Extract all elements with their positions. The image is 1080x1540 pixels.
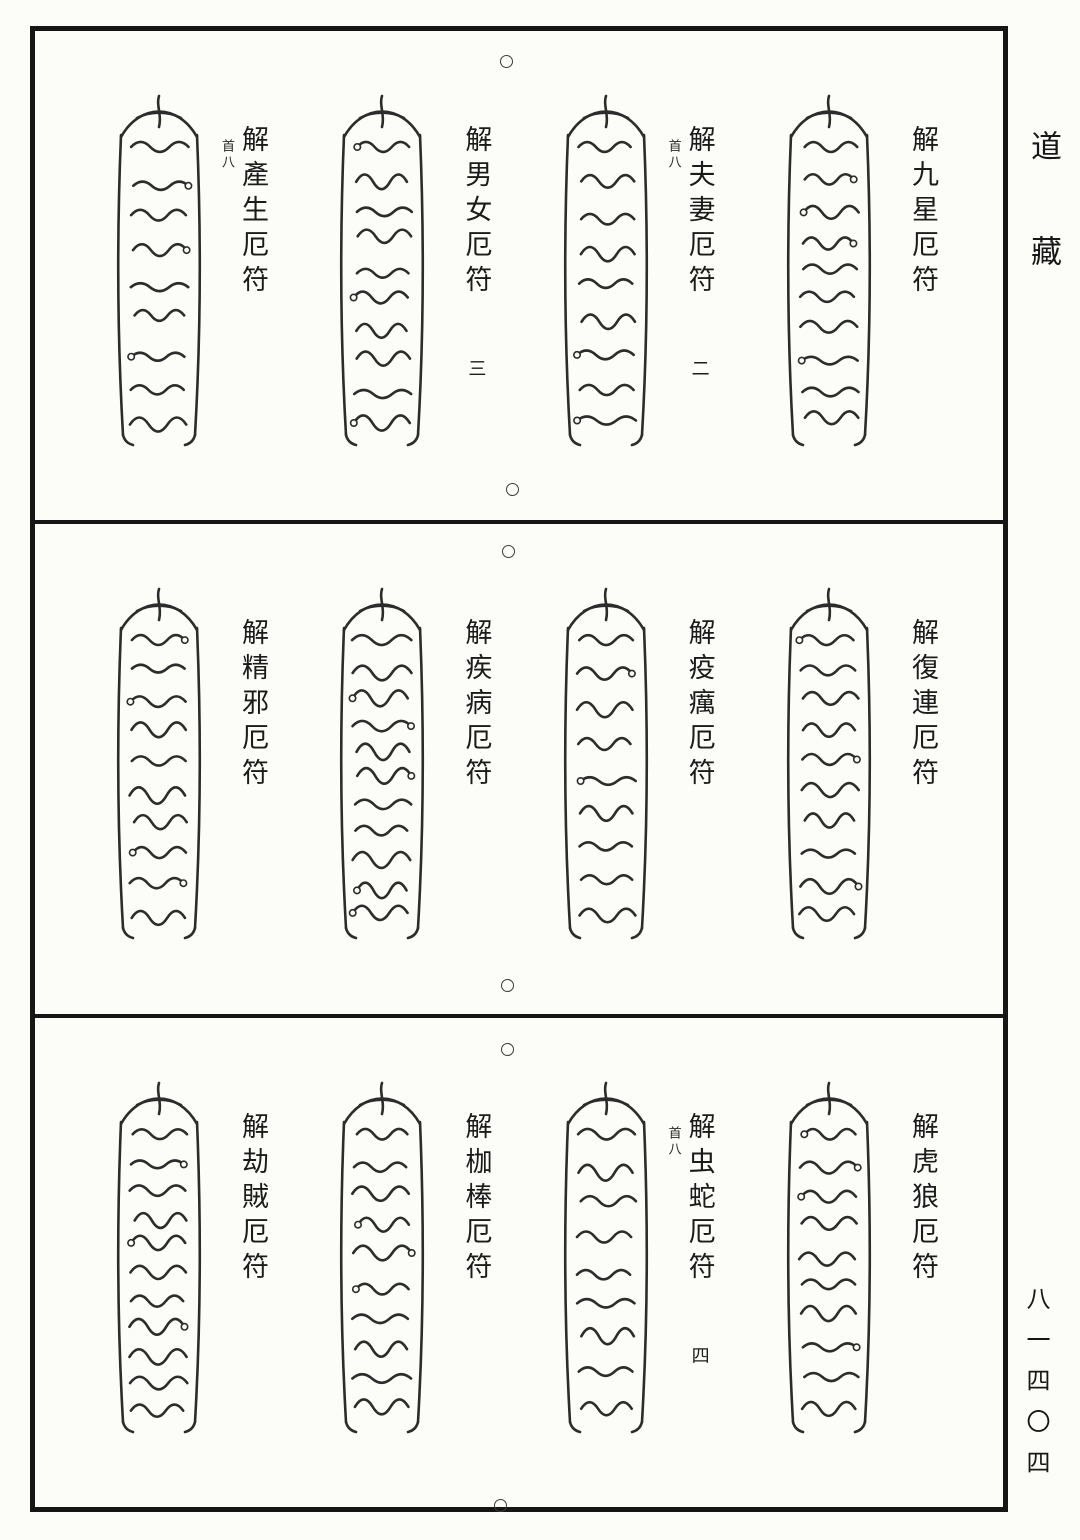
- talisman-label: 解枷棒厄符: [460, 1111, 492, 1287]
- talisman-row-bottom: 解劫賊厄符 解枷棒厄符 首八解虫蛇厄符四 解虎狼厄符: [35, 1013, 1003, 1507]
- talisman-label: 解劫賊厄符: [237, 1111, 268, 1287]
- talisman-group: 解男女厄符三: [318, 91, 500, 451]
- talisman-drawing: [563, 588, 648, 940]
- talisman-label: 解虎狼厄符: [906, 1111, 938, 1287]
- talisman-label-column: 解疾病厄符: [452, 584, 500, 944]
- talisman-label: 解產生厄符: [237, 125, 268, 300]
- talisman-group: 解枷棒厄符: [318, 1078, 500, 1438]
- talisman-drawing: [116, 1081, 202, 1433]
- talisman-drawing: [340, 1081, 425, 1433]
- registration-circle: [501, 1043, 514, 1056]
- talisman-drawing: [340, 588, 425, 940]
- talisman-drawing: [786, 94, 872, 447]
- registration-circle: [502, 545, 515, 558]
- talisman-label: 解疫癘厄符: [683, 618, 715, 794]
- registration-circle: [500, 55, 513, 68]
- talisman-group: 首八解夫妻厄符二: [542, 91, 724, 451]
- talisman-label: 解九星厄符: [906, 125, 938, 300]
- talisman-group: 解九星厄符: [765, 91, 947, 451]
- registration-circle: [501, 979, 514, 992]
- canon-title: 道藏: [1025, 130, 1061, 340]
- talisman-group: 首八解產生厄符: [95, 91, 277, 451]
- talisman-group: 解精邪厄符: [95, 584, 277, 944]
- talisman-label: 解夫妻厄符: [683, 125, 715, 300]
- talisman-label: 解疾病厄符: [460, 618, 492, 794]
- talisman-label: 解虫蛇厄符: [683, 1111, 715, 1287]
- talisman-label: 解復連厄符: [906, 618, 938, 794]
- talisman-drawing: [563, 94, 648, 447]
- label-note: 首八: [665, 1125, 681, 1158]
- registration-circle: [494, 1499, 507, 1512]
- label-note: 首八: [219, 139, 234, 171]
- talisman-label-column: 解九星厄符: [899, 91, 947, 451]
- label-marker: 二: [691, 359, 710, 380]
- talisman-group: 解劫賊厄符: [95, 1078, 277, 1438]
- page-number: 八一四〇四: [1022, 1286, 1050, 1491]
- talisman-label-column: 首八解產生厄符: [219, 91, 277, 451]
- talisman-drawing: [116, 588, 202, 940]
- talisman-label-column: 解枷棒厄符: [452, 1078, 500, 1438]
- talisman-row-middle: 解精邪厄符 解疾病厄符 解疫癘厄符 解復連厄符: [35, 520, 1003, 1013]
- registration-circle: [506, 483, 519, 496]
- content-frame: 首八解產生厄符 解男女厄符三 首八解夫妻厄符二 解九星厄符 解精邪厄符 解疾病厄…: [30, 26, 1008, 1512]
- talisman-label: 解男女厄符: [460, 125, 492, 300]
- talisman-label-column: 解復連厄符: [899, 584, 947, 944]
- talisman-label-column: 解虎狼厄符: [899, 1078, 947, 1438]
- talisman-row-top: 首八解產生厄符 解男女厄符三 首八解夫妻厄符二 解九星厄符: [35, 31, 1003, 520]
- label-marker: 三: [468, 359, 487, 380]
- talisman-group: 解疫癘厄符: [542, 584, 724, 944]
- talisman-group: 解虎狼厄符: [765, 1078, 947, 1438]
- talisman-drawing: [563, 1081, 648, 1433]
- label-marker: 四: [691, 1345, 710, 1367]
- label-note: 首八: [665, 139, 681, 171]
- talisman-drawing: [786, 588, 872, 940]
- talisman-drawing: [116, 94, 202, 447]
- talisman-group: 解復連厄符: [765, 584, 947, 944]
- talisman-label-column: 解男女厄符三: [452, 91, 500, 451]
- talisman-drawing: [340, 94, 425, 447]
- talisman-drawing: [786, 1081, 872, 1433]
- talisman-label-column: 解劫賊厄符: [229, 1078, 277, 1438]
- talisman-label-column: 解疫癘厄符: [676, 584, 724, 944]
- talisman-group: 解疾病厄符: [318, 584, 500, 944]
- talisman-label-column: 首八解虫蛇厄符四: [666, 1078, 724, 1438]
- talisman-label-column: 解精邪厄符: [229, 584, 277, 944]
- talisman-label: 解精邪厄符: [237, 618, 268, 794]
- talisman-label-column: 首八解夫妻厄符二: [666, 91, 724, 451]
- talisman-group: 首八解虫蛇厄符四: [542, 1078, 724, 1438]
